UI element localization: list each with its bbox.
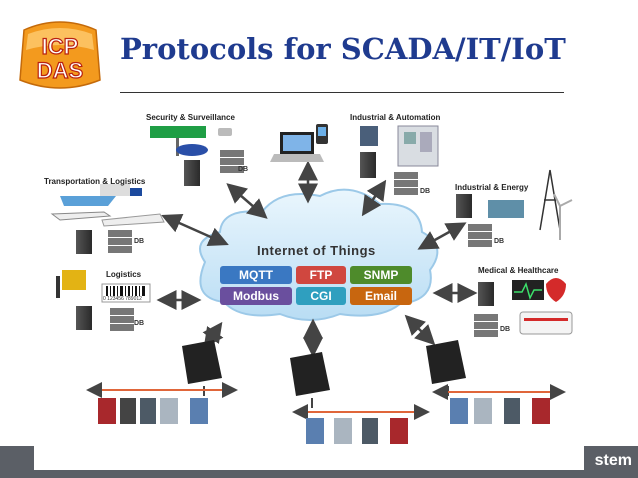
- protocol-badge-mqtt: MQTT: [220, 266, 292, 284]
- io-module-icon: [334, 418, 352, 444]
- io-module-icon: [474, 398, 492, 424]
- server-icon: [76, 230, 92, 254]
- db-label: DB: [420, 188, 431, 195]
- ambulance-icon: [519, 311, 573, 335]
- io-module-icon: [306, 418, 324, 444]
- io-module-icon: [390, 418, 408, 444]
- gateway-device-icon: [426, 340, 466, 384]
- server-icon: [76, 306, 92, 330]
- io-module-icon: [532, 398, 550, 424]
- io-module-icon: [362, 418, 378, 444]
- io-module-icon: [160, 398, 178, 424]
- highway-sign-icon: [150, 126, 206, 138]
- io-module-icon: [140, 398, 156, 424]
- protocol-badge-email: Email: [350, 287, 412, 305]
- protocol-badge-ftp: FTP: [296, 266, 346, 284]
- security-surveillance-group: [150, 126, 244, 186]
- db-label: DB: [134, 320, 145, 327]
- field-buses: [86, 382, 566, 420]
- forklift-icon: [62, 270, 86, 290]
- plc-rack-icon: [488, 200, 524, 218]
- db-label: DB: [134, 238, 145, 245]
- laptop-group: [270, 124, 328, 162]
- train-icon: [101, 213, 165, 227]
- cloud-label: Internet of Things: [257, 243, 376, 258]
- io-modules: [98, 398, 550, 444]
- airplane-icon: [50, 211, 112, 221]
- gateway-devices: [182, 340, 466, 408]
- category-label-medical: Medical & Healthcare: [478, 266, 559, 275]
- power-tower-icon: [539, 169, 561, 231]
- db-icon: [474, 330, 498, 337]
- logo-text-line2: DAS: [37, 58, 83, 83]
- medical-group: [474, 278, 573, 337]
- io-module-icon: [190, 398, 208, 424]
- category-label-industrial-energy: Industrial & Energy: [455, 183, 529, 192]
- db-icon: [468, 240, 492, 247]
- io-module-icon: [120, 398, 136, 424]
- industrial-automation-group: [360, 125, 439, 195]
- industrial-energy-group: [456, 169, 573, 247]
- icp-das-logo: ICP DAS: [19, 21, 101, 89]
- server-icon: [456, 194, 472, 218]
- io-module-icon: [504, 398, 520, 424]
- db-label: DB: [500, 326, 511, 333]
- db-icon: [220, 166, 244, 173]
- category-label-logistics: Logistics: [106, 270, 142, 279]
- category-label-security: Security & Surveillance: [146, 113, 235, 122]
- transportation-group: [50, 184, 165, 254]
- server-icon: [360, 152, 376, 178]
- heart-icon: [546, 278, 566, 302]
- io-module-icon: [450, 398, 468, 424]
- io-module-icon: [98, 398, 116, 424]
- protocol-badge-snmp: SNMP: [350, 266, 412, 284]
- truck-icon: [100, 184, 130, 196]
- logistics-group: [56, 270, 151, 331]
- db-icon: [110, 324, 134, 331]
- car-icon: [176, 144, 208, 156]
- camera-icon: [218, 128, 232, 136]
- footer-text: stem: [594, 452, 632, 469]
- barcode-number: 0 123456 789012: [103, 296, 142, 302]
- gateway-device-icon: [182, 340, 222, 384]
- connection-arrows: [156, 160, 478, 358]
- protocol-badge-cgi: CGI: [296, 287, 346, 305]
- slide-title: Protocols for SCADA/IT/IoT: [120, 32, 566, 66]
- gateway-device-icon: [290, 352, 330, 396]
- plc-icon: [360, 126, 378, 146]
- protocol-badge-modbus: Modbus: [220, 287, 292, 305]
- category-label-transportation: Transportation & Logistics: [44, 177, 146, 186]
- server-icon: [184, 160, 200, 186]
- db-icon: [108, 246, 132, 253]
- db-icon: [394, 188, 418, 195]
- ship-icon: [60, 196, 116, 206]
- logo-text-line1: ICP: [42, 34, 79, 59]
- db-label: DB: [238, 166, 249, 173]
- title-divider: [120, 92, 564, 93]
- db-label: DB: [494, 238, 505, 245]
- category-label-industrial-automation: Industrial & Automation: [350, 113, 441, 122]
- server-icon: [478, 282, 494, 306]
